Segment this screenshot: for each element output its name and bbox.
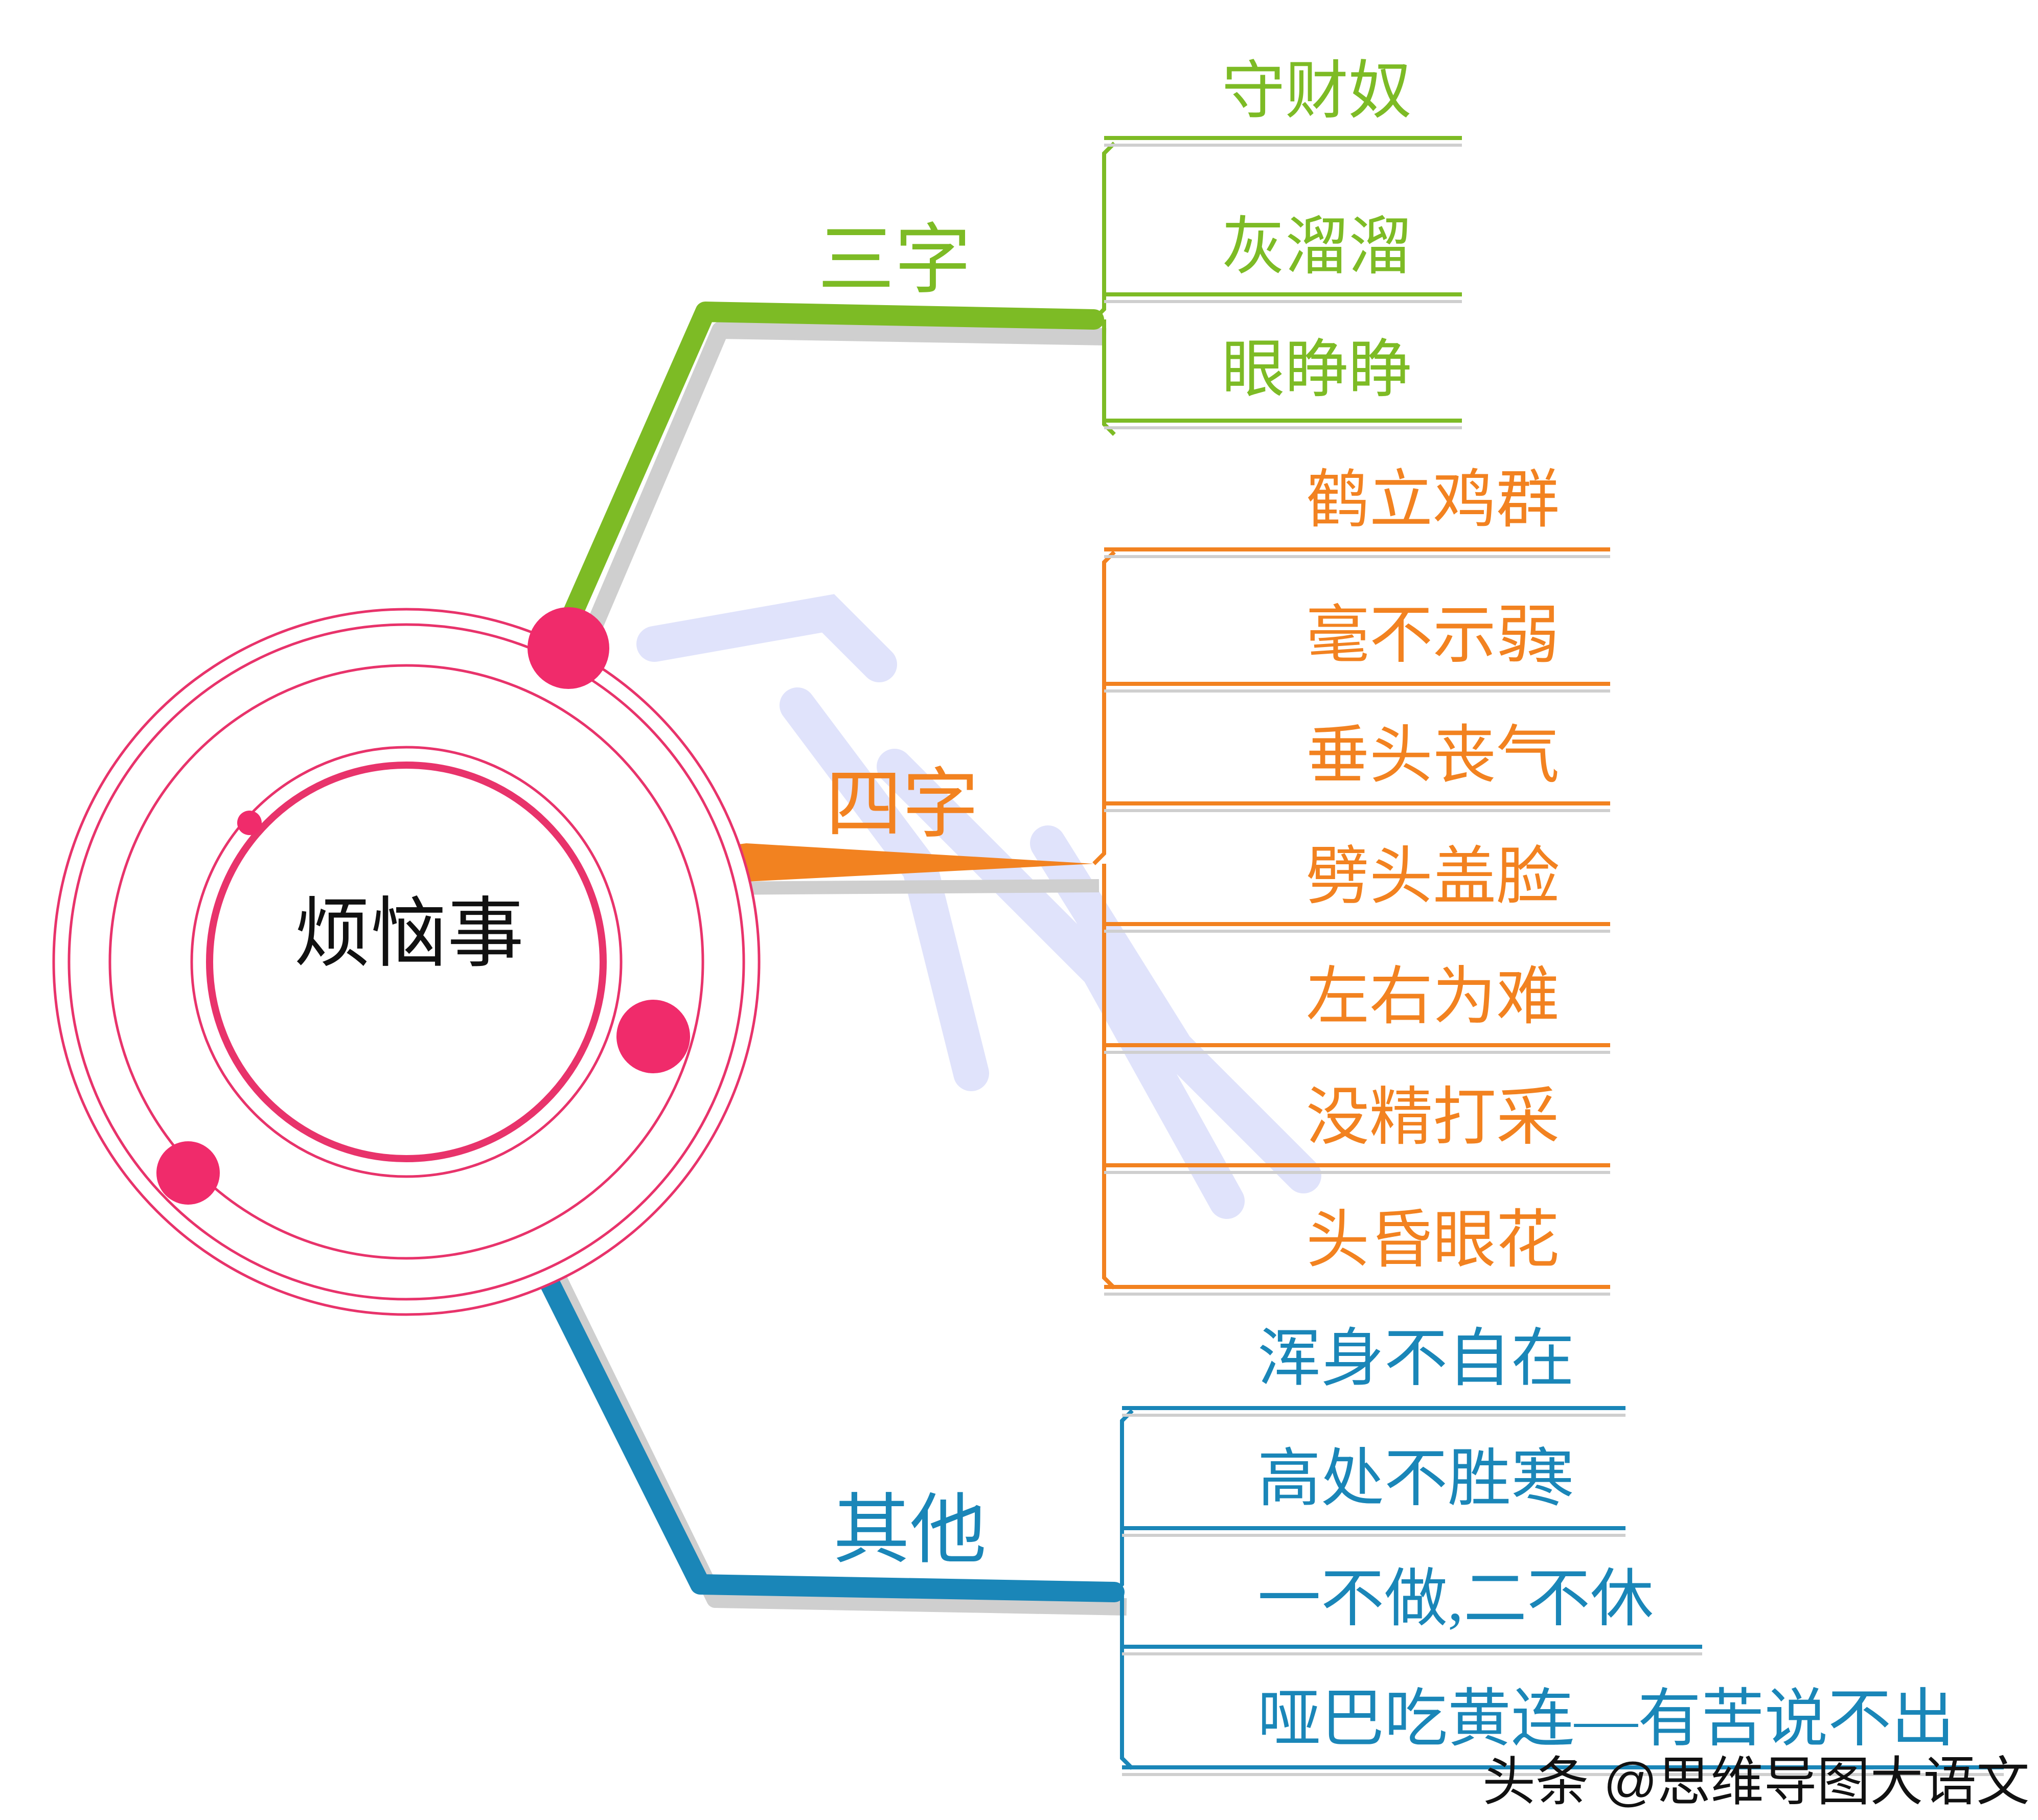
leaf-four-4: 劈头盖脸 bbox=[1104, 842, 1610, 933]
center-ring-outer-1 bbox=[67, 623, 745, 1301]
branch-other: 其他 浑身不自在 高处不胜寒 一不做,二不休 哑巴吃黄连—有苦说不出 bbox=[511, 1216, 2004, 1776]
branch-other-label: 其他 bbox=[833, 1488, 987, 1573]
leaf-other-3: 一不做,二不休 bbox=[1122, 1564, 1702, 1655]
leaf-four-7: 头昏眼花 bbox=[1104, 1205, 1610, 1296]
branch-four-connector bbox=[688, 843, 1094, 882]
leaf-four-4-label: 劈头盖脸 bbox=[1306, 842, 1560, 912]
leaf-four-1: 鹤立鸡群 bbox=[1104, 465, 1610, 558]
leaf-three-2: 灰溜溜 bbox=[1104, 212, 1462, 303]
leaf-four-7-label: 头昏眼花 bbox=[1306, 1205, 1560, 1275]
leaf-four-3-label: 垂头丧气 bbox=[1306, 721, 1560, 791]
center-dot-bottom-left bbox=[156, 1141, 220, 1205]
leaf-three-2-label: 灰溜溜 bbox=[1222, 212, 1412, 282]
center-dot-right bbox=[616, 1000, 690, 1073]
leaf-four-6-label: 没精打采 bbox=[1306, 1082, 1560, 1153]
center-ring-inner-1 bbox=[206, 762, 607, 1162]
leaf-three-1: 守财奴 bbox=[1104, 56, 1462, 147]
leaf-other-4-label: 哑巴吃黄连—有苦说不出 bbox=[1257, 1684, 1955, 1754]
leaf-three-1-label: 守财奴 bbox=[1222, 56, 1412, 126]
branch-four: 四字 鹤立鸡群 毫不示弱 垂头丧气 劈头盖脸 左右为难 bbox=[688, 465, 1610, 1296]
center-ring-outer-2 bbox=[52, 608, 761, 1316]
leaf-four-5: 左右为难 bbox=[1104, 962, 1610, 1054]
center-ring-middle bbox=[108, 664, 704, 1260]
leaf-other-2-label: 高处不胜寒 bbox=[1257, 1444, 1574, 1514]
center-node: 烦恼事 bbox=[52, 607, 761, 1316]
leaf-other-1-label: 浑身不自在 bbox=[1257, 1324, 1574, 1394]
leaf-four-5-label: 左右为难 bbox=[1306, 962, 1560, 1032]
leaf-four-2-label: 毫不示弱 bbox=[1306, 601, 1560, 671]
center-dot-small bbox=[237, 811, 262, 835]
branch-three: 三字 守财奴 灰溜溜 眼睁睁 bbox=[526, 56, 1462, 706]
center-title: 烦恼事 bbox=[294, 892, 524, 977]
leaf-four-2: 毫不示弱 bbox=[1104, 601, 1610, 693]
leaf-three-3: 眼睁睁 bbox=[1104, 335, 1462, 429]
branch-other-connector bbox=[511, 1216, 1125, 1602]
leaf-four-1-label: 鹤立鸡群 bbox=[1306, 465, 1560, 535]
center-ring-inner-2 bbox=[190, 746, 623, 1178]
branch-four-label: 四字 bbox=[826, 763, 979, 847]
leaf-other-3-label: 一不做,二不休 bbox=[1257, 1564, 1654, 1634]
branch-three-connector bbox=[526, 302, 1104, 705]
leaf-other-2: 高处不胜寒 bbox=[1122, 1444, 1625, 1537]
background-watermark-strokes bbox=[636, 594, 1321, 1219]
branch-three-connector-shadow bbox=[554, 321, 1107, 706]
leaf-four-3: 垂头丧气 bbox=[1104, 721, 1610, 812]
leaf-three-3-label: 眼睁睁 bbox=[1222, 335, 1412, 405]
branch-four-connector-shadow bbox=[710, 879, 1100, 895]
leaf-other-1: 浑身不自在 bbox=[1122, 1324, 1625, 1417]
leaf-four-6: 没精打采 bbox=[1104, 1082, 1610, 1174]
branch-three-label: 三字 bbox=[818, 218, 971, 303]
branch-three-bracket bbox=[1092, 142, 1116, 436]
leaf-other-4: 哑巴吃黄连—有苦说不出 bbox=[1122, 1684, 2004, 1776]
center-dot-top bbox=[528, 607, 609, 689]
source-watermark: 头条 @思维导图大语文 bbox=[1482, 1753, 2029, 1812]
